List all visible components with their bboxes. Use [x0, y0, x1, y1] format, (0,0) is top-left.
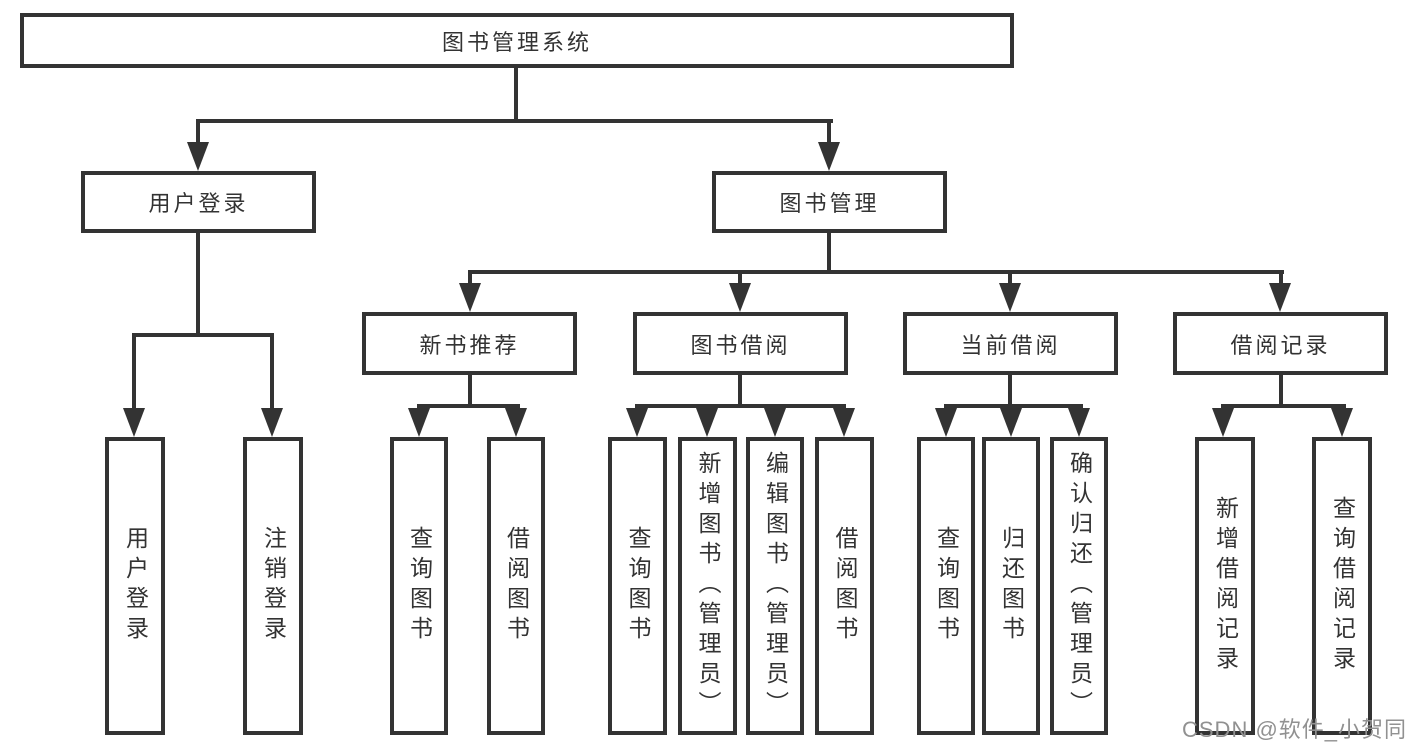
- node-label: 用户登录: [148, 191, 249, 216]
- leaf-label: 查询图书: [933, 526, 960, 646]
- node-label: 图书借阅: [690, 332, 791, 358]
- connector-line-v: [738, 270, 742, 288]
- node-current-borrowing: 当前借阅: [903, 312, 1118, 375]
- connector-line-v: [132, 333, 136, 411]
- node-label: 当前借阅: [960, 332, 1061, 358]
- connector-line-h: [468, 270, 1284, 274]
- connector-line-h: [635, 404, 846, 408]
- arrowhead-down: [505, 408, 527, 437]
- connector-line-v: [1008, 373, 1012, 408]
- node-book-borrowing: 图书借阅: [633, 312, 848, 375]
- connector-line-v: [468, 373, 472, 408]
- leaf-query-books-3: 查询图书: [917, 437, 975, 735]
- leaf-add-borrow-record: 新增借阅记录: [1195, 437, 1255, 735]
- arrowhead-down: [626, 408, 648, 437]
- connector-line-h: [417, 404, 520, 408]
- node-label: 图书管理系统: [441, 29, 592, 55]
- arrowhead-down: [187, 142, 209, 171]
- leaf-logout: 注销登录: [243, 437, 303, 735]
- connector-line-v: [1008, 270, 1012, 288]
- node-label: 新书推荐: [419, 332, 520, 358]
- connector-line-v: [196, 231, 200, 337]
- leaf-add-book-admin: 新增图书（管理员）: [678, 437, 737, 735]
- arrowhead-down: [1331, 408, 1353, 437]
- arrowhead-down: [935, 408, 957, 437]
- arrowhead-down: [1269, 283, 1291, 312]
- arrowhead-down: [818, 142, 840, 171]
- leaf-label: 查询图书: [625, 526, 651, 646]
- connector-line-v: [468, 270, 472, 288]
- arrowhead-down: [729, 283, 751, 312]
- connector-line-v: [270, 333, 274, 411]
- connector-line-h: [132, 333, 274, 337]
- connector-line-v: [827, 231, 831, 274]
- leaf-label: 借阅图书: [832, 526, 858, 646]
- node-user-login: 用户登录: [81, 171, 316, 233]
- leaf-label: 查询借阅记录: [1329, 496, 1356, 676]
- leaf-query-borrow-record: 查询借阅记录: [1312, 437, 1372, 735]
- arrowhead-down: [999, 283, 1021, 312]
- node-library-system: 图书管理系统: [20, 13, 1014, 68]
- leaf-borrow-books-2: 借阅图书: [815, 437, 874, 735]
- leaf-borrow-books: 借阅图书: [487, 437, 545, 735]
- arrowhead-down: [764, 408, 786, 437]
- leaf-label: 借阅图书: [503, 526, 530, 646]
- arrowhead-down: [408, 408, 430, 437]
- connector-line-v: [1279, 374, 1283, 408]
- arrowhead-down: [1000, 408, 1022, 437]
- leaf-label: 查询图书: [406, 526, 433, 646]
- leaf-edit-book-admin: 编辑图书（管理员）: [746, 437, 804, 735]
- connector-line-v: [514, 66, 518, 123]
- leaf-user-login: 用户登录: [105, 437, 165, 735]
- node-borrowing-records: 借阅记录: [1173, 312, 1388, 375]
- leaf-label: 注销登录: [260, 526, 287, 646]
- leaf-label: 用户登录: [122, 526, 149, 646]
- leaf-confirm-return-admin: 确认归还（管理员）: [1050, 437, 1108, 735]
- connector-line-v: [196, 119, 200, 149]
- connector-line-v: [1279, 270, 1283, 288]
- arrowhead-down: [123, 408, 145, 437]
- leaf-label: 新增借阅记录: [1212, 496, 1239, 676]
- connector-line-v: [827, 119, 831, 149]
- node-book-management: 图书管理: [712, 171, 947, 233]
- watermark: CSDN @软件_小贺同学: [1182, 717, 1405, 742]
- node-label: 借阅记录: [1230, 332, 1331, 358]
- leaf-label: 归还图书: [998, 526, 1025, 646]
- arrowhead-down: [261, 408, 283, 437]
- leaf-label: 新增图书（管理员）: [695, 451, 721, 721]
- node-new-book-recommendation: 新书推荐: [362, 312, 577, 375]
- leaf-label: 确认归还（管理员）: [1066, 451, 1093, 721]
- connector-line-h: [196, 119, 833, 123]
- arrowhead-down: [833, 408, 855, 437]
- leaf-query-books: 查询图书: [390, 437, 448, 735]
- arrowhead-down: [459, 283, 481, 312]
- connector-line-h: [1221, 404, 1346, 408]
- connector-line-v: [738, 373, 742, 408]
- arrowhead-down: [696, 408, 718, 437]
- arrowhead-down: [1212, 408, 1234, 437]
- arrowhead-down: [1068, 408, 1090, 437]
- leaf-return-books: 归还图书: [982, 437, 1040, 735]
- node-label: 图书管理: [779, 191, 880, 216]
- connector-line-h: [944, 404, 1083, 408]
- leaf-label: 编辑图书（管理员）: [762, 451, 789, 721]
- leaf-query-books-2: 查询图书: [608, 437, 667, 735]
